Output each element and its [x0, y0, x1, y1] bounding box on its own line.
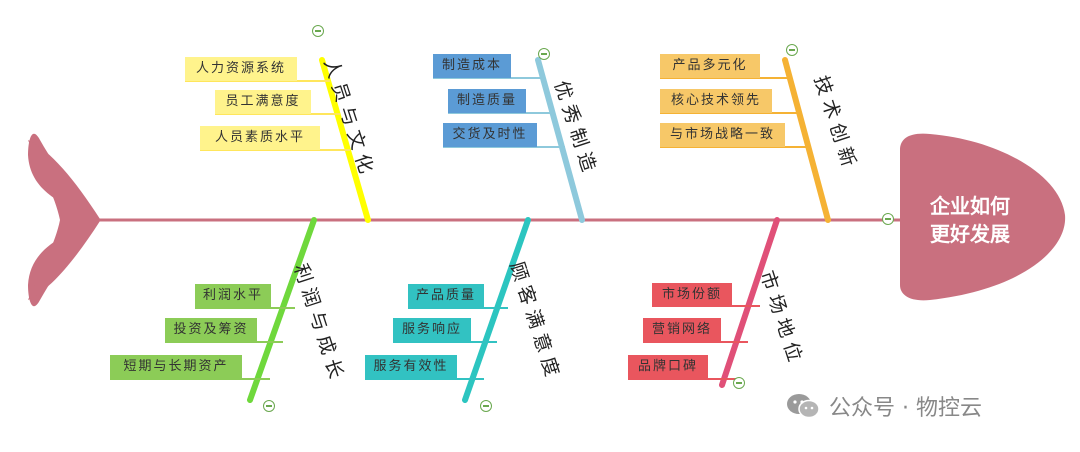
head-title-line2: 更好发展 [930, 222, 1010, 246]
head-title: 企业如何 更好发展 [905, 192, 1035, 248]
item-profit-1: 利润水平 [195, 284, 271, 308]
item-tech-1: 产品多元化 [660, 54, 760, 78]
bone-manufacturing [535, 57, 585, 223]
collapse-icon-customer[interactable] [480, 400, 492, 412]
collapse-icon-profit[interactable] [263, 400, 275, 412]
fish-head [900, 133, 1066, 301]
item-people-3: 人员素质水平 [200, 126, 320, 150]
collapse-icon-manufacturing[interactable] [538, 48, 550, 60]
connectors-tech [660, 77, 810, 148]
item-manufacturing-2: 制造质量 [448, 89, 526, 113]
item-customer-3: 服务有效性 [365, 355, 457, 379]
item-tech-2: 核心技术领先 [660, 89, 772, 113]
connectors-manufacturing [433, 77, 565, 148]
collapse-icon-market[interactable] [733, 377, 745, 389]
fish-tail-fill [28, 140, 100, 300]
collapse-icon-people[interactable] [312, 25, 324, 37]
connectors-customer [365, 307, 508, 380]
item-profit-2: 投资及筹资 [165, 318, 257, 342]
watermark: 公众号 · 物控云 [785, 390, 982, 422]
watermark-text: 公众号 · 物控云 [829, 396, 982, 421]
head-title-line1: 企业如何 [930, 194, 1010, 218]
item-people-1: 人力资源系统 [185, 57, 297, 81]
connectors-profit [110, 307, 295, 380]
collapse-icon-spine[interactable] [882, 213, 894, 225]
item-profit-3: 短期与长期资产 [110, 355, 242, 379]
item-customer-2: 服务响应 [393, 318, 471, 342]
bone-customer [462, 217, 531, 403]
bone-tech [782, 57, 831, 223]
collapse-icon-tech[interactable] [786, 44, 798, 56]
wechat-icon [787, 394, 820, 419]
bone-market [719, 217, 780, 388]
item-tech-3: 与市场战略一致 [660, 123, 785, 147]
item-market-3: 品牌口碑 [628, 355, 708, 379]
item-people-2: 员工满意度 [215, 90, 311, 114]
item-market-2: 营销网络 [643, 318, 721, 342]
item-manufacturing-3: 交货及时性 [443, 123, 537, 147]
bone-people [319, 57, 371, 223]
item-customer-1: 产品质量 [408, 284, 484, 308]
bone-profit [247, 217, 317, 403]
item-market-1: 市场份额 [652, 283, 732, 307]
item-manufacturing-1: 制造成本 [433, 54, 511, 78]
connectors-people [185, 80, 350, 151]
